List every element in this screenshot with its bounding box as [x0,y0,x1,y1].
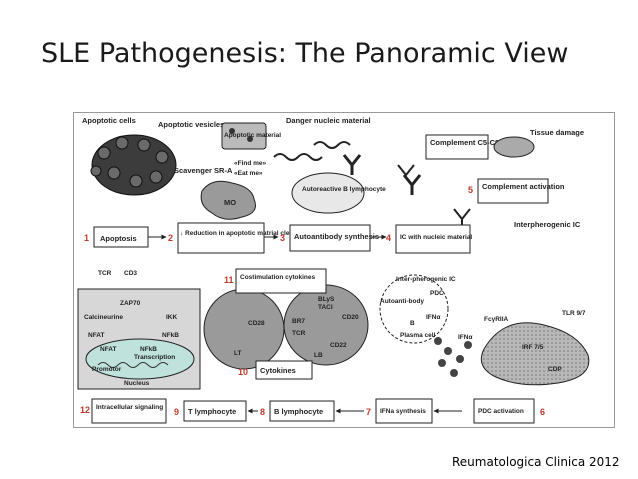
step-12-number: 12 [80,405,90,415]
apoptotic-material-icon [221,122,267,150]
step-7-box [375,398,433,424]
step-6-box [473,398,535,424]
transcription-label: Transcription [134,354,175,361]
nfkb-top-label: NFkB [162,332,179,339]
step-9-number: 9 [174,407,179,417]
step-2-box [177,222,265,254]
synapse-tcr-label: TCR [292,330,306,337]
interpherogenic-cycle [379,274,449,344]
t-cell-signaling-panel [77,288,201,390]
nfat-top-label: NFAT [88,332,105,339]
cycle-b-label: B [410,320,415,327]
step-8-label: B lymphocyte [274,407,323,416]
autoreactive-label: Autoreactive B lymphocyte [302,186,386,193]
nfat-label: NFAT [100,346,117,353]
dna-strand-2 [313,141,351,149]
zap70-label: ZAP70 [120,300,141,307]
tissue-damage-label: Tissue damage [530,128,584,137]
pathogenesis-diagram: Apoptotic cells Apoptotic vesicles Apopt… [73,112,615,428]
lb-label: LB [314,352,323,359]
t-lymphocyte-cell [203,288,285,370]
dna-strand-1 [273,153,323,161]
step-3-number: 3 [280,233,285,243]
step-10-number: 10 [238,367,248,377]
step-11-number: 11 [224,275,234,285]
step-4-label: IC with nucleic material [400,234,472,241]
step-1-number: 1 [84,233,89,243]
pdc-ifna-label: IFNα [458,334,472,341]
cycle-interpherogenic-label: Inter-pherogenic IC [396,276,456,283]
step-5-number: 5 [468,185,473,195]
cd28-label: CD28 [248,320,265,327]
macrophage-label: MO [224,198,236,207]
step-1-label: Apoptosis [100,234,137,243]
step-6-label: PDC activation [478,408,524,415]
calcineurine-label: Calcineurine [84,314,123,321]
nucleus-label: Nucleus [124,380,150,387]
nfkb-label: NFkB [140,346,157,353]
slide-title: SLE Pathogenesis: The Panoramic View [41,38,569,69]
irf-label: IRF 7/5 [522,344,544,351]
cdp-label: CDP [548,366,562,373]
ifn-granules [434,337,472,377]
step-7-label: IFNa synthesis [380,408,426,415]
step-5-label: Complement activation [482,182,565,191]
step-7-number: 7 [366,407,371,417]
cycle-ifna-label: IFNα [426,314,440,321]
cd20-label: CD20 [342,314,359,321]
step-3-box [289,224,371,252]
step-8-box [269,400,335,422]
apoptotic-cell-cluster [90,134,177,196]
complement-label: Complement C5-C9 [430,138,499,147]
step-6-number: 6 [540,407,545,417]
cycle-plasma-label: Plasma cell [400,332,436,339]
source-caption: Reumatologica Clinica 2012 [452,455,620,469]
apoptotic-vesicles-label: Apoptotic vesicles [158,120,224,129]
step-12-label: Intracellular signaling [96,404,163,411]
cd3-label: CD3 [124,270,137,277]
scavenger-label: Scavenger SR-A [174,166,233,175]
step-10-label: Cytokines [260,366,296,375]
lt-label: LT [234,350,241,357]
step-2-label: ↓ Reduction in apoptotic matrial clearan… [180,230,311,237]
step-4-box [395,224,471,254]
step-8-number: 8 [260,407,265,417]
diagram-svg: Apoptotic cells Apoptotic vesicles Apopt… [77,116,590,424]
cycle-autoantibody-label: Autoanti-body [380,298,424,305]
step-11-label: Costimulation cytokines [240,274,316,281]
complement-activation-box [477,178,549,204]
tissue-damage-icon [493,136,535,158]
autoreactive-b-cell [291,172,365,214]
antibody-y-icon [342,154,422,195]
step-10-box [255,360,313,380]
immune-complex-icon [397,164,471,227]
promotor-label: Promotor [92,366,122,373]
tlr-label: TLR 9/7 [562,310,586,317]
tcr-label: TCR [98,270,112,277]
step-3-label: Autoantibody synthesis [294,232,379,241]
step-9-box [183,400,247,422]
pdc-cell [480,322,590,386]
find-me-label: «Find me» [234,160,267,167]
complement-box [425,134,489,160]
step-11-box [235,268,327,294]
cd22-label: CD22 [330,342,347,349]
danger-nucleic-label: Danger nucleic material [286,116,371,125]
cycle-pdc-label: PDC [430,290,444,297]
blys-label: BLyS [318,296,335,303]
apoptotic-material-label: Apoptotic material [224,132,281,139]
step-12-box [91,398,167,424]
br7-label: BR7 [292,318,305,325]
apoptotic-cells-label: Apoptotic cells [82,116,136,125]
fcgriia-label: FcγRIIA [484,316,509,323]
step-4-number: 4 [386,233,391,243]
interpherogenic-ic-label: Interpherogenic IC [514,220,581,229]
step-9-label: T lymphocyte [188,407,236,416]
macrophage-cell [200,180,256,220]
eat-me-label: «Eat me» [234,170,263,177]
ikk-label: IKK [166,314,178,321]
step-2-number: 2 [168,233,173,243]
taci-label: TACI [318,304,333,311]
